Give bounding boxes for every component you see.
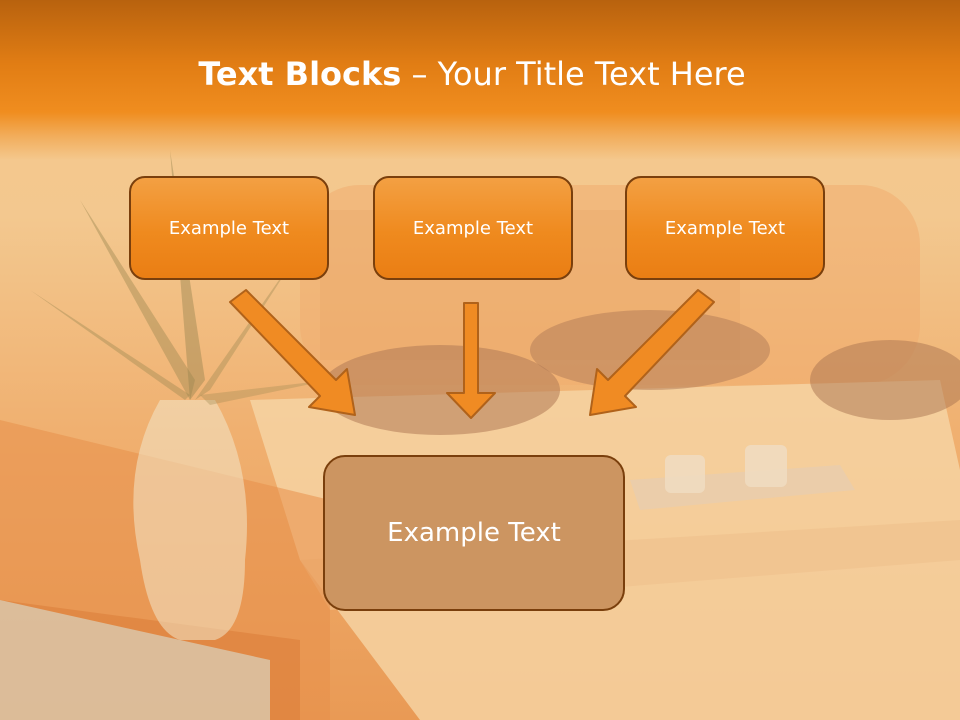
title-separator: – <box>401 55 438 93</box>
title-bold: Text Blocks <box>198 55 402 93</box>
text-block-1[interactable]: Example Text <box>129 176 329 280</box>
slide-title: Text Blocks – Your Title Text Here <box>0 52 944 96</box>
arrow-center <box>446 302 496 419</box>
header-band <box>0 0 960 160</box>
text-block-result-label: Example Text <box>387 518 561 548</box>
text-block-2[interactable]: Example Text <box>373 176 573 280</box>
title-rest: Your Title Text Here <box>437 55 746 93</box>
text-block-3-label: Example Text <box>664 217 786 239</box>
text-block-2-label: Example Text <box>412 217 534 239</box>
text-block-1-label: Example Text <box>168 217 290 239</box>
arrow-right <box>589 289 715 416</box>
text-block-result[interactable]: Example Text <box>323 455 625 611</box>
arrow-left <box>229 289 356 416</box>
text-block-3[interactable]: Example Text <box>625 176 825 280</box>
